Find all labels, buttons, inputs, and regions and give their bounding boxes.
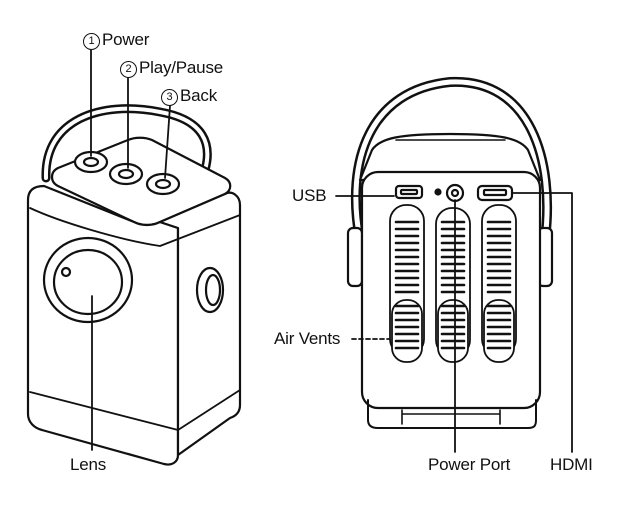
- callout-number-1: 1: [83, 33, 100, 50]
- callout-power-port: Power Port: [428, 455, 511, 474]
- back-button: [145, 172, 181, 196]
- rear-view: [335, 76, 573, 453]
- callout-power-text: Power: [102, 30, 150, 49]
- lens: [42, 236, 134, 324]
- callout-lens: Lens: [70, 455, 107, 474]
- back-leader: [164, 105, 171, 179]
- play-pause-button: [108, 162, 144, 186]
- hdmi-port: [476, 184, 514, 202]
- callout-number-3: 3: [161, 89, 178, 106]
- callout-hdmi: HDMI: [550, 455, 593, 474]
- front-side-face: [158, 191, 242, 457]
- power-button: [73, 150, 109, 174]
- rear-top: [358, 132, 542, 182]
- callout-play-pause-text: Play/Pause: [139, 58, 223, 77]
- power-port: [445, 183, 465, 203]
- front-view: [26, 49, 242, 466]
- callout-air-vents: Air Vents: [274, 329, 341, 348]
- vent-slats: [394, 220, 512, 350]
- front-face: [26, 184, 180, 466]
- callout-back-text: Back: [180, 86, 217, 105]
- callout-usb: USB: [292, 186, 327, 205]
- side-knob: [195, 266, 225, 314]
- callout-number-2: 2: [120, 61, 137, 78]
- hdmi-leader: [511, 192, 573, 453]
